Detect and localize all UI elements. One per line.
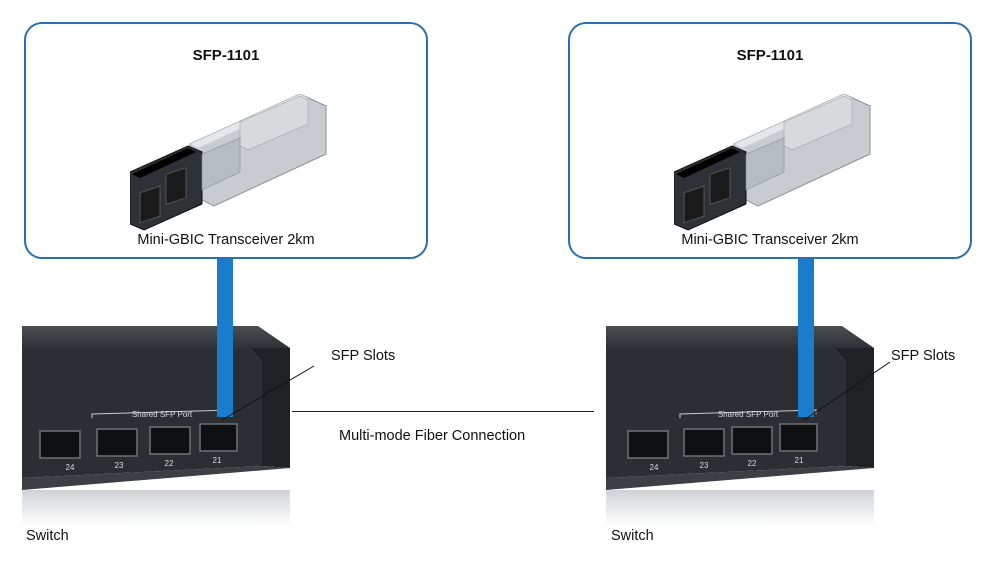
sfp-slots-label-left: SFP Slots — [331, 348, 396, 364]
port-number-24: 24 — [66, 463, 75, 472]
fiber-connection-line — [292, 411, 594, 412]
shared-sfp-port-label: Shared SFP Port — [132, 410, 193, 419]
sfp-slots-label-right: SFP Slots — [891, 348, 956, 364]
switch-left-image: Shared SFP Port 24 23 22 21 — [22, 326, 290, 526]
model-name: SFP-1101 — [736, 47, 804, 64]
module-description: Mini-GBIC Transceiver 2km — [137, 232, 315, 248]
port-number-22: 22 — [165, 459, 174, 468]
port-number-23: 23 — [115, 461, 124, 470]
port-number-23: 23 — [700, 461, 709, 470]
transceiver-card-right: SFP-1101 Mini-GBIC Transceiver 2km — [568, 22, 972, 259]
sfp-module-image — [674, 94, 871, 231]
switch-label-right: Switch — [611, 528, 654, 544]
module-to-slot-connector-left — [217, 259, 233, 417]
model-name: SFP-1101 — [192, 47, 260, 64]
shared-sfp-port-label: Shared SFP Port — [718, 410, 779, 419]
port-number-22: 22 — [748, 459, 757, 468]
port-number-21: 21 — [213, 456, 222, 465]
transceiver-card-left: SFP-1101 Mini-GBIC Transceiver 2km — [24, 22, 428, 259]
module-description: Mini-GBIC Transceiver 2km — [681, 232, 859, 248]
sfp-module-image — [130, 94, 327, 231]
module-to-slot-connector-right — [798, 259, 814, 417]
fiber-connection-label: Multi-mode Fiber Connection — [339, 428, 526, 444]
port-number-24: 24 — [650, 463, 659, 472]
port-number-21: 21 — [795, 456, 804, 465]
switch-label-left: Switch — [26, 528, 69, 544]
switch-right-image: Shared SFP Port 24 23 22 21 — [606, 326, 874, 526]
